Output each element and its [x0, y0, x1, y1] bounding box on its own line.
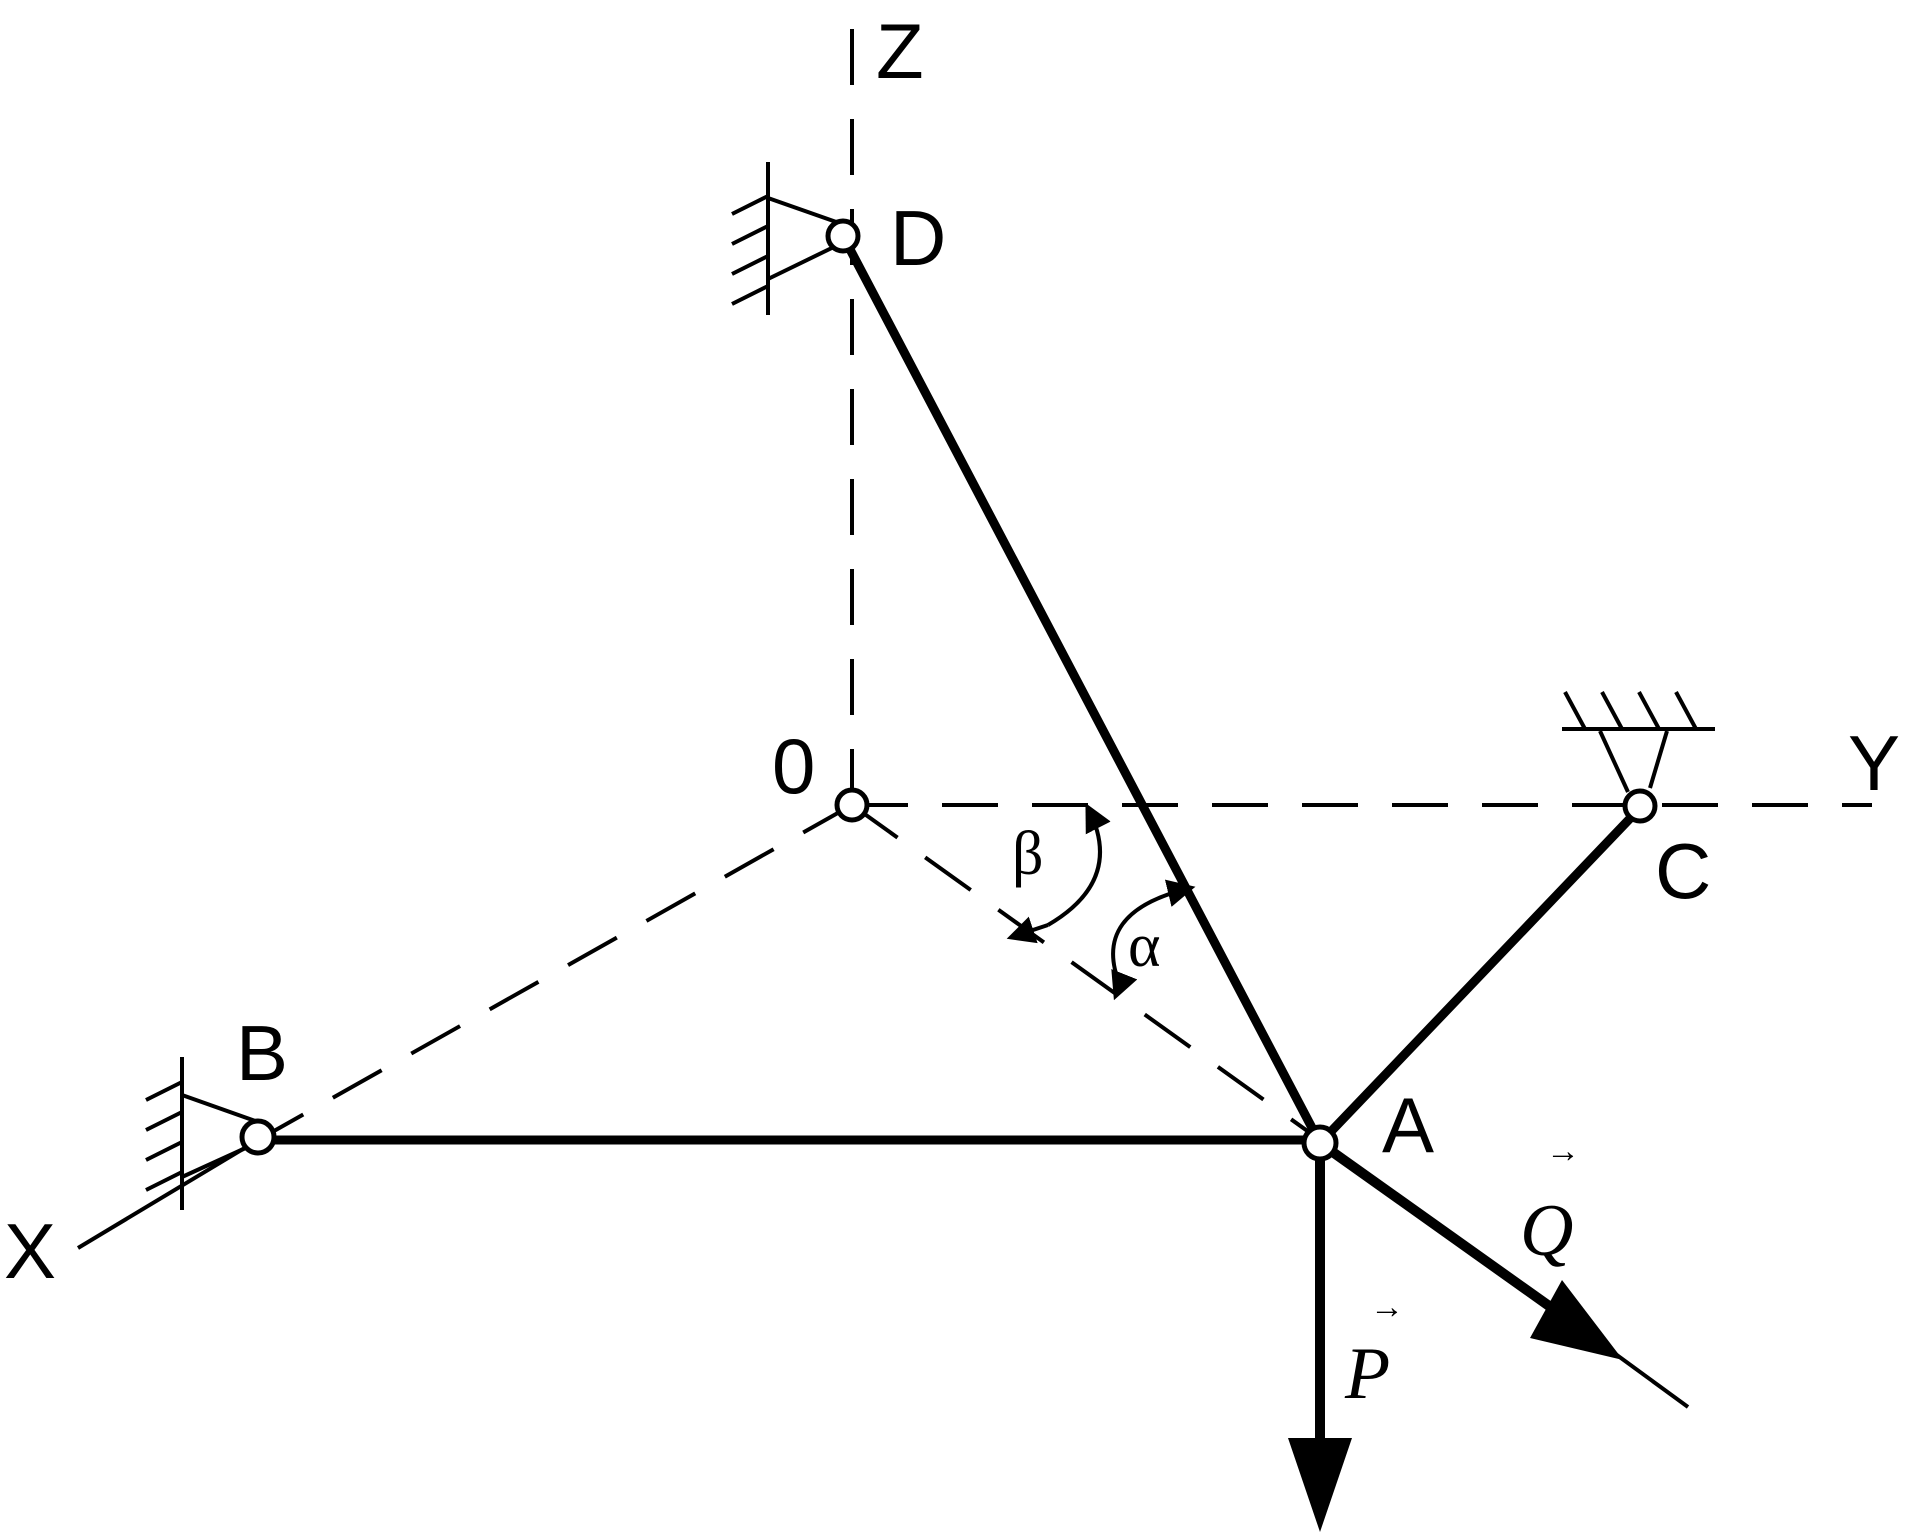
hinge-d: [825, 218, 861, 254]
beta-arc-start: [1006, 916, 1049, 944]
force-p-arrow: [1288, 1143, 1352, 1532]
alpha-label: α: [1128, 912, 1160, 980]
force-q-label: Q: [1520, 1190, 1573, 1272]
force-p-vector-arrow: →: [1370, 1289, 1404, 1326]
hinge-origin: [834, 787, 870, 823]
point-c-label: C: [1655, 827, 1711, 915]
alpha-arc-start: [1111, 969, 1138, 1001]
support-b: [145, 1057, 259, 1210]
angle-arcs: [1006, 803, 1196, 1001]
rods: [253, 231, 1645, 1148]
hinge-b: [239, 1118, 277, 1156]
dashed-axes: [257, 0, 1872, 1142]
point-b-label: B: [236, 1009, 288, 1097]
rod-ac: [1315, 803, 1645, 1148]
beta-arc: [1046, 803, 1111, 927]
point-d-label: D: [890, 194, 946, 282]
q-line-extension: [1608, 1348, 1690, 1409]
alpha-arc: [1111, 879, 1196, 986]
force-q-vector-arrow: →: [1546, 1133, 1580, 1170]
hinge-a: [1301, 1124, 1339, 1162]
force-q-arrow: [1317, 1138, 1623, 1360]
rod-ad: [838, 231, 1325, 1148]
support-c: [1562, 691, 1715, 793]
beta-label: β: [1012, 820, 1044, 888]
point-a-label: A: [1382, 1081, 1434, 1169]
x-axis-label: X: [4, 1207, 56, 1295]
oa-dashed-line: [850, 803, 1322, 1142]
support-d: [731, 162, 843, 315]
force-p-label: P: [1344, 1333, 1390, 1415]
z-axis-label: Z: [876, 7, 924, 95]
hinges: [239, 218, 1658, 1162]
y-axis-label: Y: [1848, 719, 1900, 807]
hinge-c: [1622, 788, 1658, 824]
point-origin-label: 0: [772, 722, 815, 810]
x-axis-line: [257, 803, 853, 1142]
